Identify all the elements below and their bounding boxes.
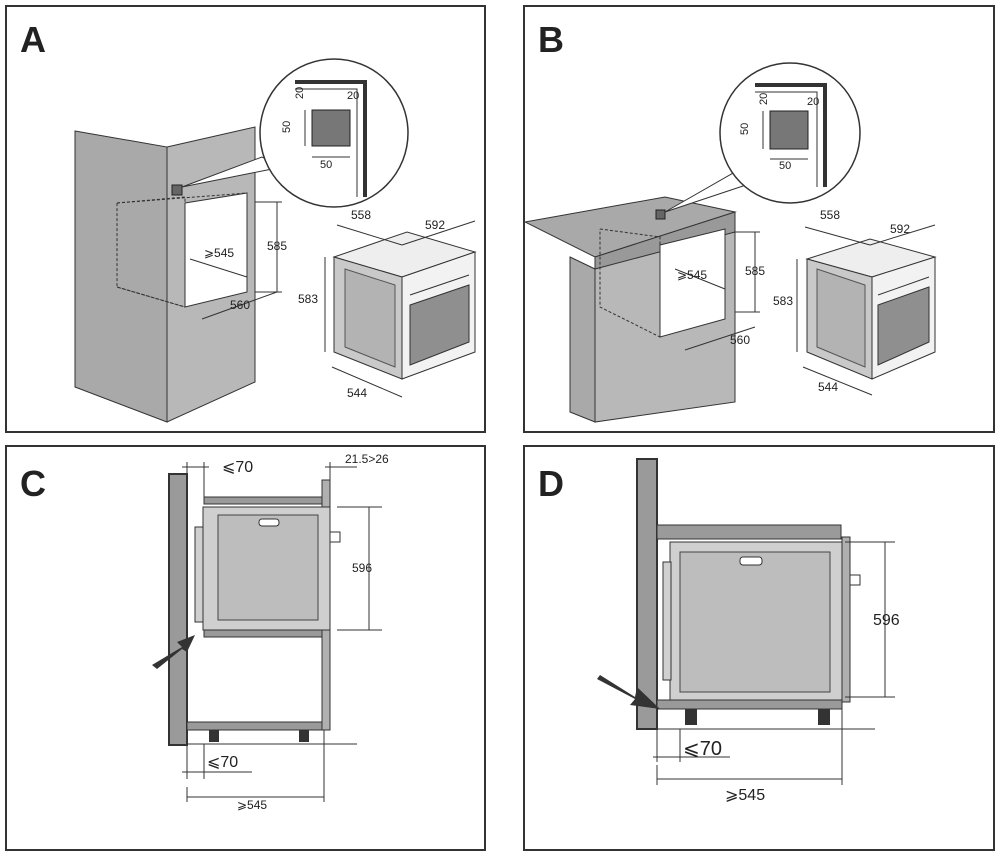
foot-right	[818, 709, 830, 725]
vent-marker	[655, 209, 666, 220]
niche-depth-label: ⩾545	[677, 268, 707, 282]
gap-top-label: ⩽70	[222, 459, 253, 476]
detail-vent-square	[311, 109, 351, 147]
niche-depth-label: ⩾545	[204, 246, 234, 260]
detail-side-gap-label: 20	[347, 90, 359, 102]
foot-right	[299, 730, 309, 742]
countertop	[656, 524, 842, 540]
cabinet-front-panel	[841, 536, 851, 703]
cabinet-side	[569, 256, 596, 423]
column-side-face	[74, 130, 168, 423]
foot-left	[209, 730, 219, 742]
niche-opening	[659, 228, 726, 338]
niche-opening	[184, 192, 248, 308]
oven-height-label: 583	[298, 292, 318, 306]
vent-marker	[171, 184, 183, 196]
oven-height-label: 583	[773, 294, 793, 308]
detail-side-gap-label: 20	[807, 96, 819, 108]
depth-label: ⩾545	[725, 787, 765, 804]
oven-depth-label: 558	[820, 208, 840, 222]
wall-panel	[636, 458, 658, 730]
oven-door-edge	[194, 526, 204, 623]
wall-panel	[168, 473, 188, 746]
detail-top-gap-label: 20	[294, 87, 306, 99]
panel-letter: A	[20, 19, 46, 60]
upper-shelf	[203, 496, 325, 505]
oven-width-label: 592	[425, 218, 445, 232]
panel-d-drawing: 596 ⩽70 ⩾545	[597, 458, 900, 804]
oven-height-label: 596	[352, 561, 372, 575]
middle-shelf	[203, 629, 325, 638]
oven-front-height-label: 544	[818, 380, 838, 394]
airflow-arrow	[597, 675, 660, 709]
detail-height-label: 50	[281, 121, 293, 133]
panel-b-drawing: ⩾545 585 560 50 20 20 50 558 592 583 544	[525, 62, 937, 423]
bottom-shelf	[656, 699, 843, 710]
panel-letter: C	[20, 463, 46, 504]
oven-width-label: 592	[890, 222, 910, 236]
oven-handle-slot	[258, 518, 280, 527]
panel-thickness-label: 21.5>26	[345, 452, 389, 466]
panel-b-countertop-installation: ⩾545 585 560 50 20 20 50 558 592 583 544…	[523, 5, 995, 433]
oven-handle-slot	[739, 556, 763, 566]
niche-height-label: 585	[267, 239, 287, 253]
bottom-shelf	[186, 721, 325, 731]
niche-width-label: 560	[730, 333, 750, 347]
panel-letter: B	[538, 19, 564, 60]
oven-height-label: 596	[873, 612, 900, 629]
niche-width-label: 560	[230, 298, 250, 312]
oven-depth-label: 558	[351, 208, 371, 222]
oven-knob	[849, 574, 861, 586]
oven-knob	[329, 531, 341, 543]
detail-top-gap-label: 20	[758, 93, 770, 105]
panel-d-side-view-base: 596 ⩽70 ⩾545 D	[523, 445, 995, 851]
oven-front-height-label: 544	[347, 386, 367, 400]
detail-width-label: 50	[779, 160, 791, 172]
detail-vent-square	[769, 110, 809, 150]
panel-c-side-view-column: ⩽70 21.5>26 596 ⩽70 ⩾545 C	[5, 445, 486, 851]
oven-side-panel	[816, 268, 866, 368]
panel-c-drawing: ⩽70 21.5>26 596 ⩽70 ⩾545	[152, 452, 389, 812]
oven-door-glass	[877, 286, 930, 366]
oven-door-glass	[409, 284, 470, 366]
niche-height-label: 585	[745, 264, 765, 278]
foot-left	[685, 709, 697, 725]
panel-a-drawing: ⩾545 585 560 50 20 20 50 558 592 583 544	[74, 58, 477, 423]
detail-height-label: 50	[739, 123, 751, 135]
gap-label: ⩽70	[683, 738, 722, 760]
oven-door-edge	[662, 561, 672, 681]
oven-side-panel	[217, 514, 319, 621]
oven-side-panel	[344, 268, 396, 368]
panel-letter: D	[538, 463, 564, 504]
panel-a-column-installation: ⩾545 585 560 50 20 20 50 558 592 583 544…	[5, 5, 486, 433]
airflow-arrow	[152, 635, 195, 669]
detail-width-label: 50	[320, 159, 332, 171]
depth-label: ⩾545	[237, 798, 267, 812]
oven-side-panel	[679, 551, 831, 693]
gap-bottom-label: ⩽70	[207, 754, 238, 771]
